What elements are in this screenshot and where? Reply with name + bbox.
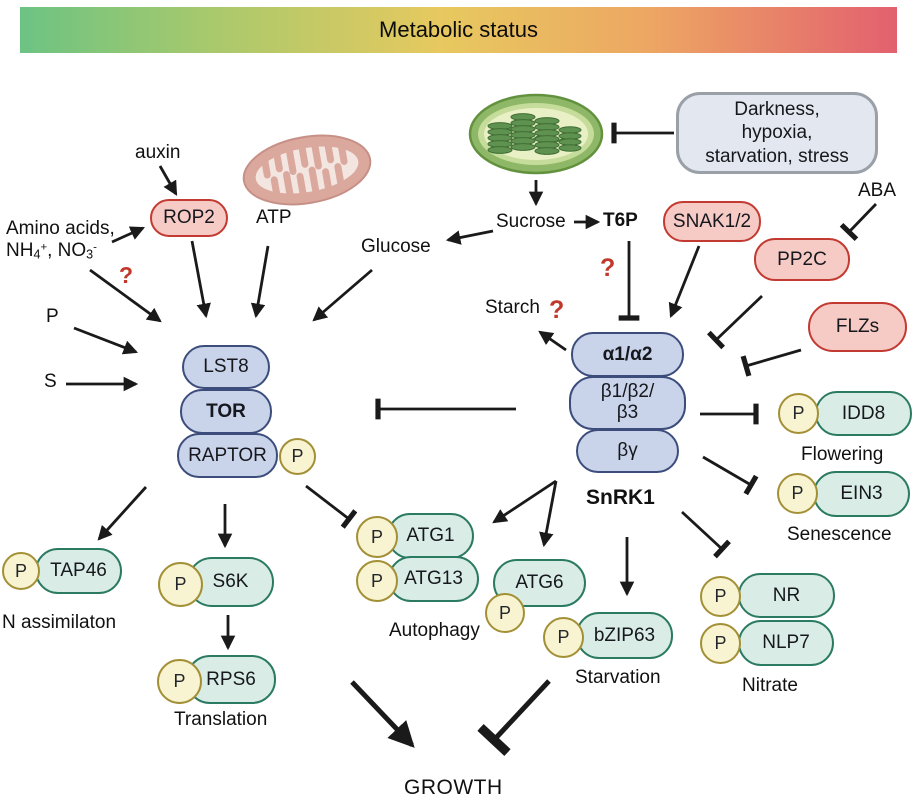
arrow-sucrose-to-glucose bbox=[445, 229, 494, 245]
question-mark-starch: ? bbox=[549, 296, 565, 324]
tap46-node: TAP46 bbox=[35, 548, 122, 594]
flowering-label: Flowering bbox=[801, 444, 884, 465]
inhibit-pp2c-to-snrk1 bbox=[706, 294, 763, 350]
flzs-node: FLZs bbox=[808, 302, 907, 352]
arrow-phosphorus-to-tor bbox=[73, 326, 139, 355]
inhibit-flzs-to-snrk1 bbox=[740, 348, 802, 377]
phosphorus-label: P bbox=[46, 306, 59, 327]
phospho-badge-s6k: P bbox=[158, 562, 203, 607]
autophagy-label: Autophagy bbox=[389, 620, 480, 641]
arrow-amino-to-rop2 bbox=[111, 226, 145, 244]
atg13-node: ATG13 bbox=[388, 556, 479, 602]
growth-label: GROWTH bbox=[404, 776, 503, 799]
snrk1-beta-subunit: β1/β2/ β3 bbox=[569, 376, 686, 430]
starch-label: Starch bbox=[485, 297, 540, 318]
amino-acids-label: Amino acids, NH4+, NO3- bbox=[6, 218, 115, 262]
question-mark-amino: ? bbox=[119, 262, 134, 288]
lst8-subunit: LST8 bbox=[182, 345, 270, 389]
translation-label: Translation bbox=[174, 709, 268, 730]
phospho-badge-atg6: P bbox=[485, 593, 525, 633]
arrow-snrk1-to-atg6 bbox=[539, 480, 558, 548]
inhibit-snrk1-to-ein3 bbox=[702, 455, 759, 496]
phospho-badge-raptor: P bbox=[279, 438, 316, 475]
stress-conditions-box: Darkness, hypoxia, starvation, stress bbox=[676, 92, 878, 174]
snrk1-complex-label: SnRK1 bbox=[586, 486, 655, 509]
raptor-subunit: RAPTOR bbox=[177, 433, 278, 478]
phospho-badge-bzip63: P bbox=[543, 617, 584, 658]
n-assimilation-label: N assimilaton bbox=[2, 612, 117, 633]
senescence-label: Senescence bbox=[787, 524, 892, 545]
inhibit-aba-to-pp2c bbox=[839, 203, 878, 242]
amino-acids-line2: NH4+, NO3- bbox=[6, 240, 97, 262]
nr-node: NR bbox=[738, 573, 835, 618]
arrow-rop2-to-tor bbox=[190, 240, 211, 319]
sucrose-label: Sucrose bbox=[496, 211, 566, 232]
inhibit-tor-to-atg1 bbox=[305, 484, 358, 529]
ein3-node: EIN3 bbox=[813, 471, 910, 517]
inhibit-snrk1-to-growth bbox=[477, 679, 551, 756]
arrow-glucose-to-tor bbox=[312, 268, 373, 322]
starvation-label: Starvation bbox=[575, 667, 661, 688]
chloroplast-icon bbox=[468, 93, 604, 175]
glucose-label: Glucose bbox=[361, 236, 431, 257]
phospho-badge-nr: P bbox=[700, 576, 741, 617]
bzip63-node: bZIP63 bbox=[576, 612, 673, 659]
phospho-badge-idd8: P bbox=[778, 393, 819, 434]
phospho-badge-atg1: P bbox=[356, 516, 398, 558]
inhibit-snrk1-to-nr bbox=[681, 510, 731, 559]
phospho-badge-tap46: P bbox=[2, 552, 40, 590]
mitochondrion-icon bbox=[242, 134, 372, 206]
phospho-badge-rps6: P bbox=[157, 659, 202, 704]
tor-kinase: TOR bbox=[180, 389, 272, 434]
auxin-label: auxin bbox=[135, 142, 181, 163]
snak-node: SNAK1/2 bbox=[663, 201, 761, 242]
phospho-badge-nlp7: P bbox=[700, 623, 741, 664]
atp-label: ATP bbox=[256, 207, 292, 228]
nlp7-node: NLP7 bbox=[738, 620, 834, 666]
atg1-node: ATG1 bbox=[387, 513, 474, 559]
metabolic-status-title: Metabolic status bbox=[379, 17, 538, 42]
arrow-tor-to-growth bbox=[350, 680, 415, 748]
arrow-tor-to-tap46 bbox=[97, 486, 148, 541]
pp2c-node: PP2C bbox=[754, 238, 850, 281]
snrk1-betagamma-subunit: βγ bbox=[576, 429, 679, 473]
rop2-node: ROP2 bbox=[150, 199, 228, 237]
amino-acids-line1: Amino acids, bbox=[6, 218, 115, 239]
arrow-snak-to-snrk1 bbox=[668, 245, 701, 319]
arrow-auxin-to-rop2 bbox=[158, 165, 178, 196]
phospho-badge-atg13: P bbox=[356, 560, 398, 602]
metabolic-status-gradient-bar: Metabolic status bbox=[20, 7, 897, 53]
t6p-label: T6P bbox=[603, 210, 638, 231]
phospho-badge-ein3: P bbox=[777, 473, 818, 514]
nitrate-label: Nitrate bbox=[742, 675, 798, 696]
idd8-node: IDD8 bbox=[815, 391, 912, 436]
arrow-snrk1-to-atg1 bbox=[492, 479, 557, 524]
sulfur-label: S bbox=[44, 371, 57, 392]
arrow-snrk1-to-starch bbox=[538, 330, 567, 352]
aba-label: ABA bbox=[858, 180, 897, 201]
arrow-atp-to-tor bbox=[250, 245, 270, 319]
question-mark-t6p: ? bbox=[600, 254, 616, 282]
snrk1-alpha-subunit: α1/α2 bbox=[571, 332, 684, 377]
